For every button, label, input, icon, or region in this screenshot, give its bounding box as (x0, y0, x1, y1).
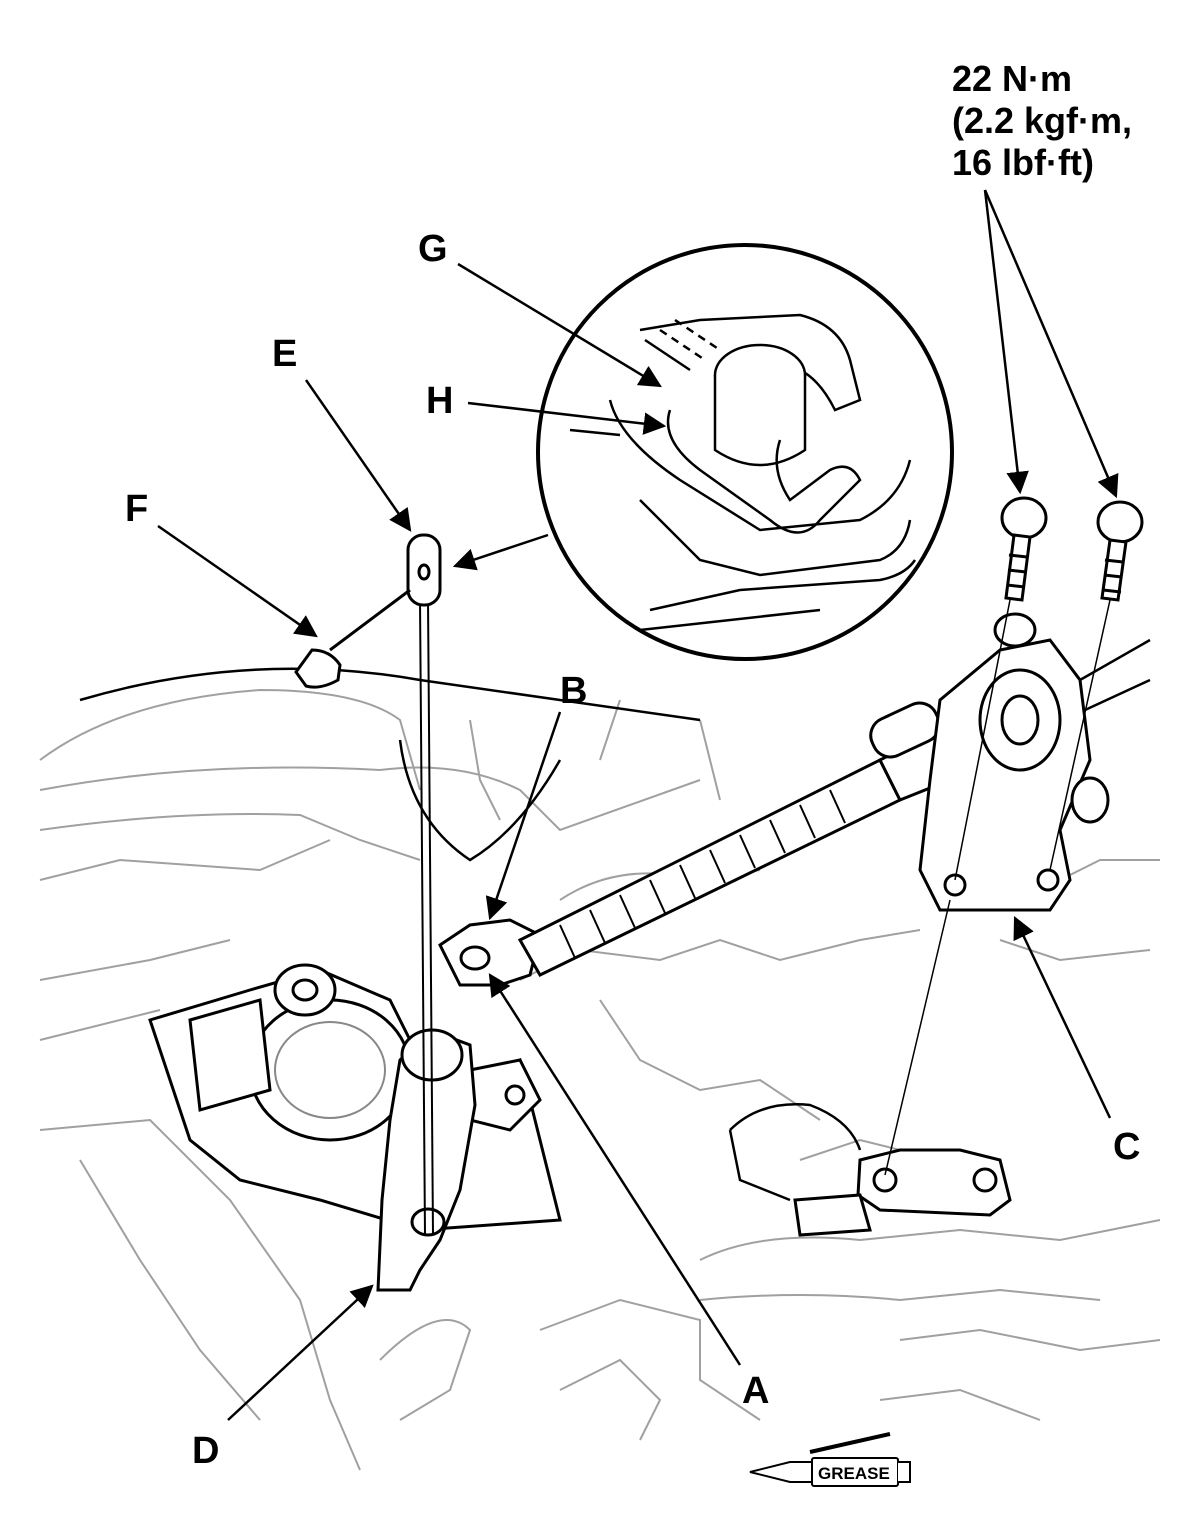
detail-view-circle (536, 243, 954, 661)
callout-C: C (1113, 1126, 1141, 1168)
leader-B (485, 711, 562, 921)
lower-bracket (793, 1148, 1012, 1237)
callout-H: H (426, 380, 454, 422)
cable-end-fitting (406, 533, 442, 607)
callout-G: G (418, 228, 448, 270)
bolt-alignment-lines (884, 599, 1111, 1176)
torque-specification: 22 N·m (2.2 kgf·m, 16 lbf·ft) (952, 58, 1132, 184)
torque-line-2: (2.2 kgf·m, (952, 100, 1133, 141)
shift-cable (438, 701, 978, 987)
cable-rod (419, 599, 434, 1236)
lock-pin-clip (294, 588, 411, 689)
shift-lever-arm (376, 1028, 477, 1292)
leader-A (488, 973, 742, 1366)
leader-C (1013, 915, 1112, 1119)
transmission-housing (148, 963, 562, 1232)
torque-line-3: 16 lbf·ft) (952, 142, 1094, 183)
lower-housing-outline (728, 1103, 862, 1202)
bolt-right (1096, 500, 1144, 602)
leader-F (157, 524, 318, 638)
callout-E: E (272, 333, 298, 375)
callout-B: B (560, 670, 588, 712)
leader-G (457, 262, 662, 388)
callout-A: A (742, 1370, 770, 1412)
cable-bracket (918, 612, 1151, 912)
leader-D (227, 1284, 374, 1421)
grease-label: GREASE (818, 1464, 890, 1483)
leader-detail (452, 533, 549, 571)
leader-H (467, 401, 667, 435)
bolt-left (1000, 496, 1048, 602)
grease-gun-icon: GREASE (749, 1432, 911, 1487)
leader-lines (157, 189, 1119, 1421)
engine-bay-background (39, 688, 1161, 1471)
callout-F: F (125, 488, 149, 530)
torque-line-1: 22 N·m (952, 58, 1073, 99)
leader-E (304, 379, 412, 532)
leader-torque-left (983, 189, 1029, 495)
leader-torque-right (983, 189, 1119, 499)
hose-lines (79, 667, 701, 862)
cable-boot-ribs (559, 789, 846, 959)
callout-D: D (192, 1430, 220, 1472)
